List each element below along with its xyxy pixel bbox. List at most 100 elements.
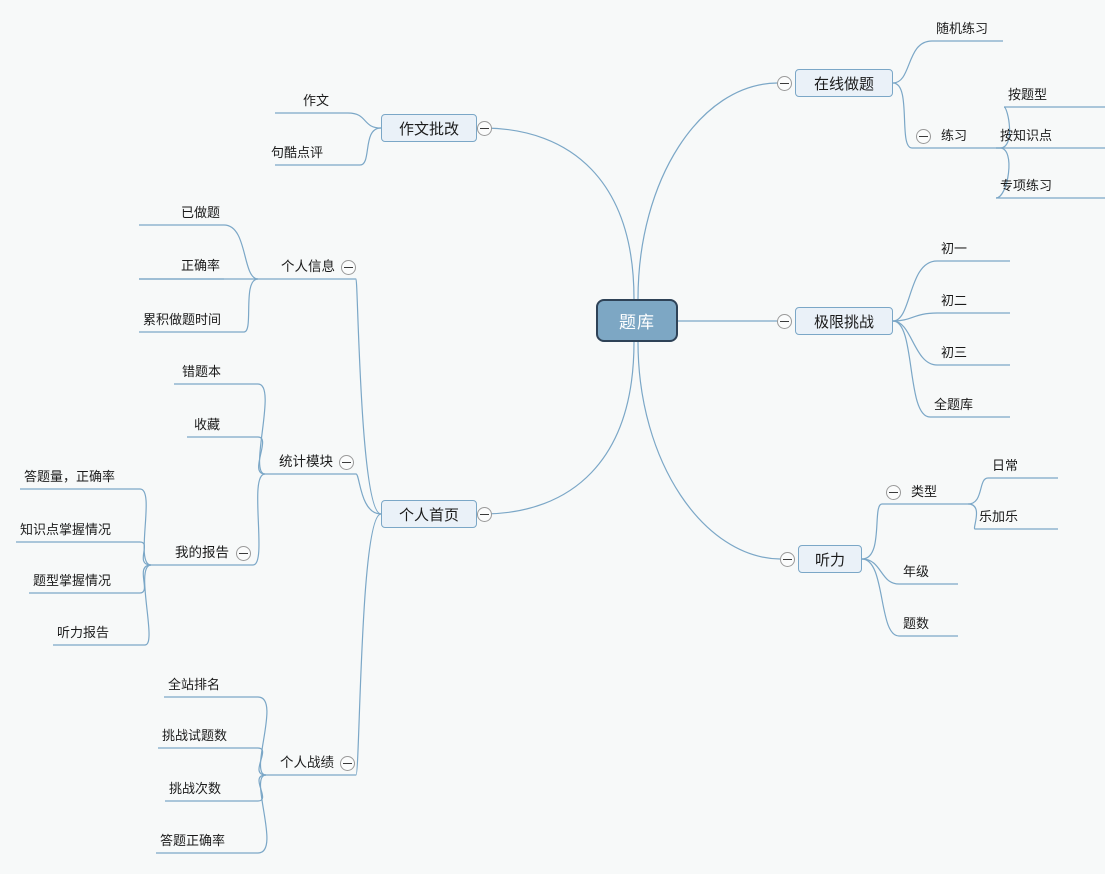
node-online-practice[interactable]: 在线做题 xyxy=(795,69,893,97)
node-done-questions[interactable]: 已做题 xyxy=(181,205,220,221)
node-listening-grade[interactable]: 年级 xyxy=(903,564,929,580)
toggle-my-report[interactable] xyxy=(236,546,251,561)
link-root-online-practice xyxy=(637,82,778,300)
node-wrong-question-book[interactable]: 错题本 xyxy=(182,364,221,380)
node-challenge-question-count[interactable]: 挑战试题数 xyxy=(162,728,227,744)
node-random-practice-label: 随机练习 xyxy=(936,21,989,36)
node-answer-accuracy-rate[interactable]: 答题正确率 xyxy=(160,833,225,849)
toggle-extreme-challenge[interactable] xyxy=(777,314,792,329)
link-online-practice-random xyxy=(892,40,933,84)
toggle-personal-home[interactable] xyxy=(477,507,492,522)
node-answer-volume-accuracy[interactable]: 答题量，正确率 xyxy=(24,469,115,485)
link-stats-my-report xyxy=(252,473,266,566)
node-special-practice-label: 专项练习 xyxy=(1000,178,1053,193)
node-listening-report-label: 听力报告 xyxy=(57,625,110,640)
node-essay-correction-label: 作文批改 xyxy=(398,120,459,138)
node-question-type-mastery-label: 题型掌握情况 xyxy=(33,573,112,588)
link-essay-correction-juku xyxy=(359,127,382,166)
node-my-report-label: 我的报告 xyxy=(175,545,229,560)
node-le-jia-le-label: 乐加乐 xyxy=(979,509,1019,524)
link-personal-home-info xyxy=(355,278,382,515)
node-personal-info-label: 个人信息 xyxy=(281,259,335,274)
root-node-question-bank[interactable]: 题库 xyxy=(596,299,678,342)
link-record-answer-accuracy xyxy=(257,774,268,854)
node-all-question-bank[interactable]: 全题库 xyxy=(934,397,973,413)
node-personal-record[interactable]: 个人战绩 xyxy=(280,755,334,771)
node-grade-9[interactable]: 初三 xyxy=(941,345,967,361)
node-random-practice[interactable]: 随机练习 xyxy=(936,21,988,37)
node-site-ranking-label: 全站排名 xyxy=(168,677,221,692)
toggle-practice[interactable] xyxy=(916,129,931,144)
link-record-site-ranking xyxy=(257,696,268,776)
node-listening-grade-label: 年级 xyxy=(903,564,930,579)
link-report-qtype-mastery xyxy=(139,564,152,594)
node-listening-count-label: 题数 xyxy=(903,616,930,631)
node-practice[interactable]: 练习 xyxy=(941,128,967,144)
link-extreme-grade7 xyxy=(892,260,938,322)
node-by-knowledge-point[interactable]: 按知识点 xyxy=(1000,128,1052,144)
toggle-listening-type[interactable] xyxy=(886,485,901,500)
node-practice-label: 练习 xyxy=(941,128,968,143)
node-listening-type[interactable]: 类型 xyxy=(911,484,937,500)
node-le-jia-le[interactable]: 乐加乐 xyxy=(979,509,1018,525)
node-grade-8[interactable]: 初二 xyxy=(941,293,967,309)
node-special-practice[interactable]: 专项练习 xyxy=(1000,178,1052,194)
toggle-personal-info[interactable] xyxy=(341,260,356,275)
link-online-practice-practice xyxy=(892,82,913,149)
node-extreme-challenge-label: 极限挑战 xyxy=(813,313,874,331)
node-personal-record-label: 个人战绩 xyxy=(280,755,334,770)
node-stats-module[interactable]: 统计模块 xyxy=(279,454,333,470)
node-all-question-bank-label: 全题库 xyxy=(934,397,974,412)
link-stats-wrong-book xyxy=(257,383,266,475)
node-site-ranking[interactable]: 全站排名 xyxy=(168,677,220,693)
toggle-online-practice[interactable] xyxy=(777,76,792,91)
node-challenge-question-count-label: 挑战试题数 xyxy=(162,728,228,743)
node-knowledge-mastery-label: 知识点掌握情况 xyxy=(20,522,112,537)
node-challenge-times[interactable]: 挑战次数 xyxy=(169,781,221,797)
node-accuracy-rate[interactable]: 正确率 xyxy=(181,258,220,274)
node-by-knowledge-point-label: 按知识点 xyxy=(1000,128,1053,143)
node-juku-comment[interactable]: 句酷点评 xyxy=(271,145,323,161)
node-listening-report[interactable]: 听力报告 xyxy=(57,625,109,641)
link-type-lejiale xyxy=(967,503,978,530)
node-cumulative-time[interactable]: 累积做题时间 xyxy=(143,312,221,328)
node-listening-type-label: 类型 xyxy=(911,484,938,499)
node-essay[interactable]: 作文 xyxy=(303,93,329,109)
node-favorites[interactable]: 收藏 xyxy=(194,417,220,433)
node-personal-home-label: 个人首页 xyxy=(398,506,459,524)
node-done-questions-label: 已做题 xyxy=(181,205,221,220)
node-essay-correction[interactable]: 作文批改 xyxy=(381,114,477,142)
node-my-report[interactable]: 我的报告 xyxy=(175,545,229,561)
node-knowledge-mastery[interactable]: 知识点掌握情况 xyxy=(20,522,111,538)
node-challenge-times-label: 挑战次数 xyxy=(169,781,222,796)
node-favorites-label: 收藏 xyxy=(194,417,221,432)
toggle-listening[interactable] xyxy=(780,552,795,567)
link-extreme-grade9 xyxy=(892,320,938,366)
node-answer-accuracy-rate-label: 答题正确率 xyxy=(160,833,226,848)
link-extreme-grade8 xyxy=(892,312,938,322)
node-personal-info[interactable]: 个人信息 xyxy=(281,259,335,275)
node-answer-volume-accuracy-label: 答题量，正确率 xyxy=(24,469,116,484)
link-root-personal-home xyxy=(484,341,635,515)
node-grade-7[interactable]: 初一 xyxy=(941,241,967,257)
node-juku-comment-label: 句酷点评 xyxy=(271,145,324,160)
node-by-question-type[interactable]: 按题型 xyxy=(1008,87,1047,103)
toggle-stats-module[interactable] xyxy=(339,455,354,470)
node-listening-count[interactable]: 题数 xyxy=(903,616,929,632)
link-listening-grade xyxy=(861,558,900,585)
link-listening-type xyxy=(861,503,883,560)
node-listening[interactable]: 听力 xyxy=(798,545,862,573)
link-personal-home-stats xyxy=(355,473,382,515)
node-daily[interactable]: 日常 xyxy=(992,458,1018,474)
link-report-knowledge-mastery xyxy=(139,541,152,566)
toggle-personal-record[interactable] xyxy=(340,756,355,771)
node-stats-module-label: 统计模块 xyxy=(279,454,333,469)
node-grade-9-label: 初三 xyxy=(941,345,968,360)
node-extreme-challenge[interactable]: 极限挑战 xyxy=(795,307,893,335)
node-question-type-mastery[interactable]: 题型掌握情况 xyxy=(33,573,111,589)
node-essay-label: 作文 xyxy=(303,93,330,108)
node-by-question-type-label: 按题型 xyxy=(1008,87,1048,102)
link-record-challenge-times xyxy=(257,774,267,802)
toggle-essay-correction[interactable] xyxy=(477,121,492,136)
node-personal-home[interactable]: 个人首页 xyxy=(381,500,477,528)
